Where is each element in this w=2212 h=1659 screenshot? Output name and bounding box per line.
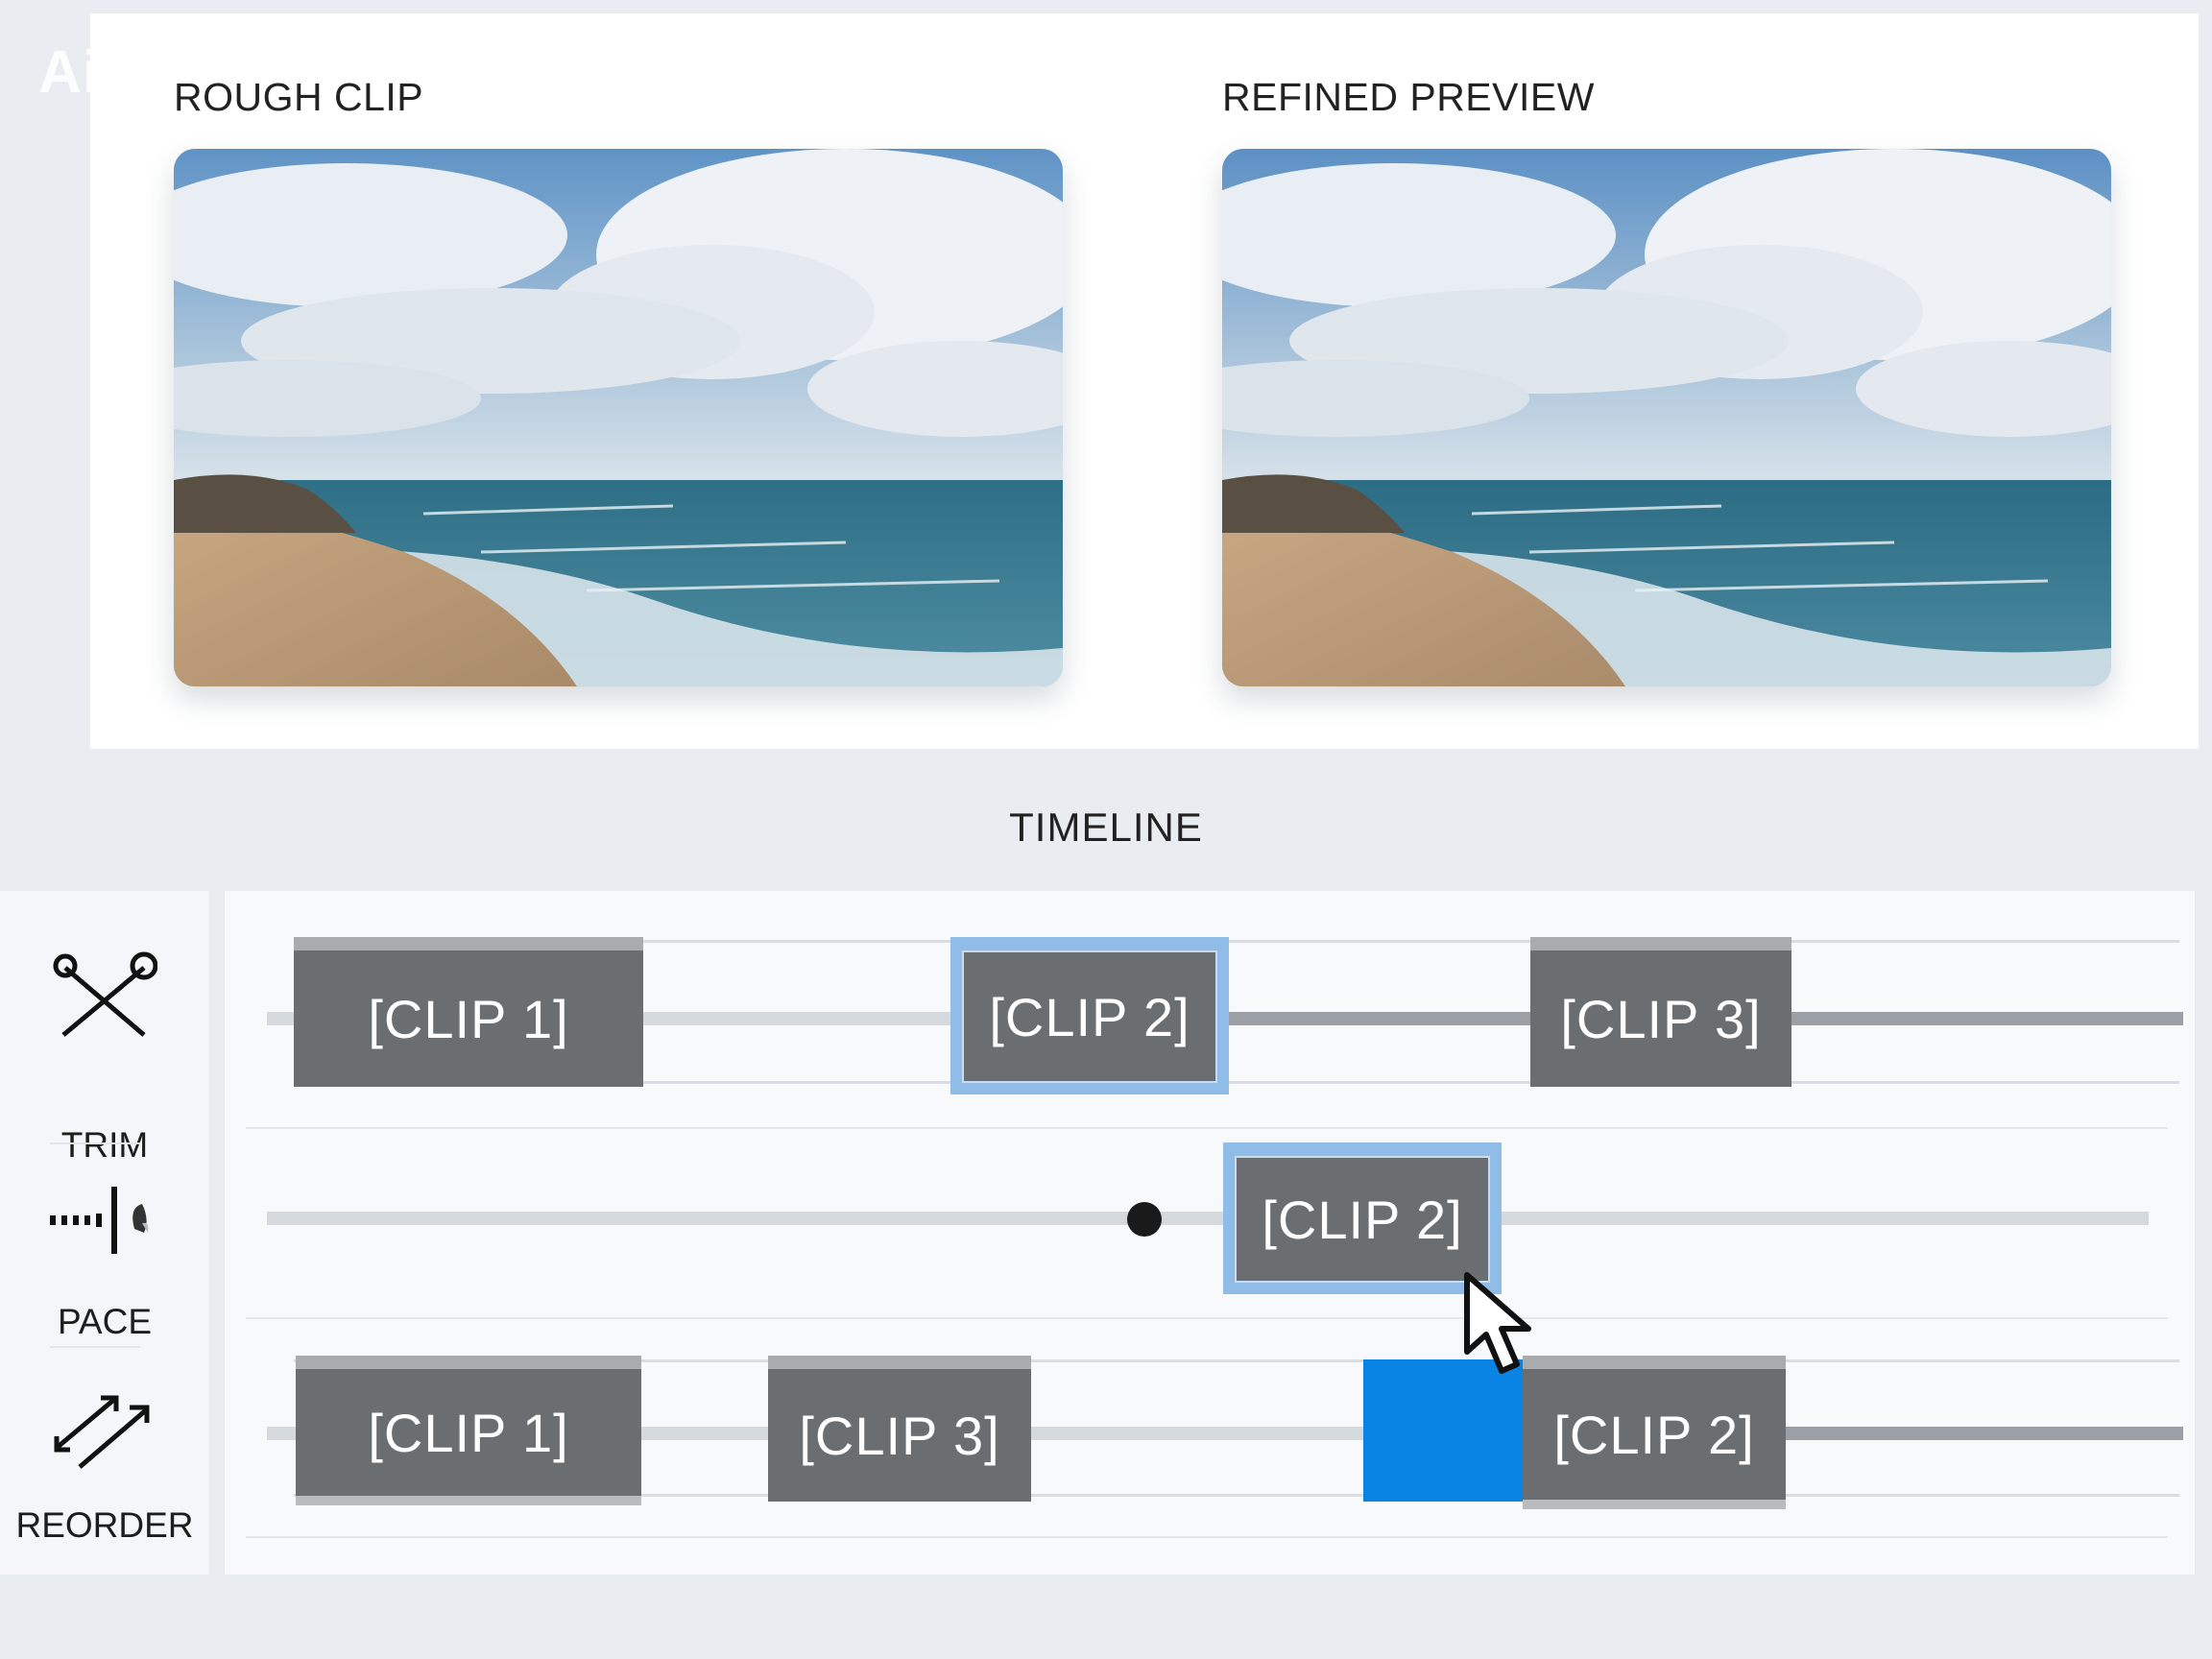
track-rail xyxy=(1780,1427,2183,1440)
clip-1[interactable]: [CLIP 1] xyxy=(296,1356,641,1505)
track-guide xyxy=(294,940,2179,943)
track-guide xyxy=(294,1494,2179,1497)
timeline-title: TIMELINE xyxy=(1009,805,1203,850)
track-rail xyxy=(267,1212,2149,1225)
rough-clip-video[interactable] xyxy=(174,149,1063,686)
clip-1[interactable]: [CLIP 1] xyxy=(294,937,643,1087)
timeline-tracks: [CLIP 1] [CLIP 2] [CLIP 3] [CLIP 2] [CLI… xyxy=(225,891,2195,1575)
pace-icon xyxy=(0,1169,209,1275)
row-divider xyxy=(246,1536,2168,1538)
preview-panel: ROUGH CLIP REFINED PREVIEW xyxy=(90,13,2199,749)
track-guide xyxy=(294,1359,2179,1362)
watermark-logo: Ai xyxy=(38,39,100,106)
pace-label: PACE xyxy=(57,1302,152,1341)
clip-2[interactable]: [CLIP 2] xyxy=(1523,1356,1786,1509)
reorder-tool-button[interactable]: REORDER xyxy=(0,1381,209,1545)
clip-2-dragging[interactable]: [CLIP 2] xyxy=(1223,1142,1502,1294)
track-guide xyxy=(294,1081,2179,1084)
refined-preview-label: REFINED PREVIEW xyxy=(1222,75,1595,119)
beach-scene-image xyxy=(1222,149,2111,686)
tool-divider xyxy=(50,1346,140,1348)
drop-target-indicator[interactable] xyxy=(1363,1359,1527,1502)
rough-clip-label: ROUGH CLIP xyxy=(174,75,424,119)
scissors-icon xyxy=(0,949,209,1054)
reorder-arrows-icon xyxy=(0,1381,209,1486)
beach-scene-image xyxy=(174,149,1063,686)
mouse-cursor-icon xyxy=(1464,1272,1531,1374)
row-divider xyxy=(246,1127,2168,1129)
clip-2-selected[interactable]: [CLIP 2] xyxy=(950,937,1229,1094)
row-divider xyxy=(246,1317,2168,1319)
trim-tool-button[interactable]: TRIM xyxy=(0,949,209,1165)
pace-tool-button[interactable]: PACE xyxy=(0,1169,209,1341)
refined-preview-video[interactable] xyxy=(1222,149,2111,686)
trim-label: TRIM xyxy=(60,1125,149,1165)
clip-3[interactable]: [CLIP 3] xyxy=(1530,937,1791,1087)
pace-handle[interactable] xyxy=(1127,1202,1162,1237)
clip-3[interactable]: [CLIP 3] xyxy=(768,1356,1031,1502)
tool-divider xyxy=(50,1142,140,1144)
reorder-label: REORDER xyxy=(15,1505,194,1545)
tool-sidebar: TRIM PACE xyxy=(0,891,209,1575)
